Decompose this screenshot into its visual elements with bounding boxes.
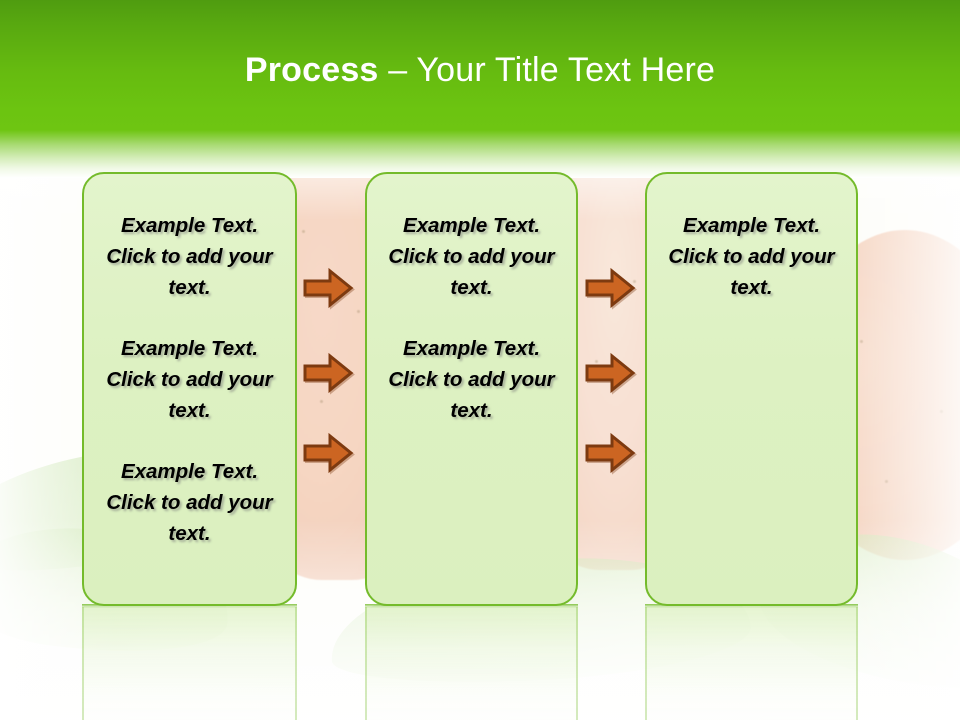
page-title: Process – Your Title Text Here (0, 50, 960, 90)
right-arrow-icon[interactable] (303, 432, 355, 475)
step-1-text-block-3[interactable]: Example Text. Click to add your text. (106, 460, 273, 545)
process-step-1[interactable]: Example Text. Click to add your text. Ex… (82, 172, 297, 606)
right-arrow-icon[interactable] (303, 267, 355, 310)
step-2-text-block-1[interactable]: Example Text. Click to add your text. (388, 214, 555, 299)
header-banner (0, 0, 960, 130)
background-fade-right (850, 130, 960, 720)
box-reflection-1 (82, 607, 297, 720)
process-step-2[interactable]: Example Text. Click to add your text. Ex… (365, 172, 578, 606)
right-arrow-icon[interactable] (585, 352, 637, 395)
step-2-text-block-2[interactable]: Example Text. Click to add your text. (388, 337, 555, 422)
right-arrow-icon[interactable] (303, 352, 355, 395)
header-gradient-fade (0, 130, 960, 178)
right-arrow-icon[interactable] (585, 432, 637, 475)
box-reflection-3 (645, 607, 858, 720)
box-reflection-cap-2 (365, 604, 578, 608)
right-arrow-icon[interactable] (585, 267, 637, 310)
page-title-dash: – (378, 51, 417, 89)
page-title-bold: Process (244, 51, 379, 89)
process-step-3[interactable]: Example Text. Click to add your text. (645, 172, 858, 606)
box-reflection-2 (365, 607, 578, 720)
step-1-text-block-2[interactable]: Example Text. Click to add your text. (106, 337, 273, 422)
step-1-text-block-1[interactable]: Example Text. Click to add your text. (106, 214, 273, 299)
page-title-rest: Your Title Text Here (416, 51, 716, 89)
box-reflection-cap-1 (82, 604, 297, 608)
box-reflection-cap-3 (645, 604, 858, 608)
step-3-text-block-1[interactable]: Example Text. Click to add your text. (668, 214, 835, 299)
